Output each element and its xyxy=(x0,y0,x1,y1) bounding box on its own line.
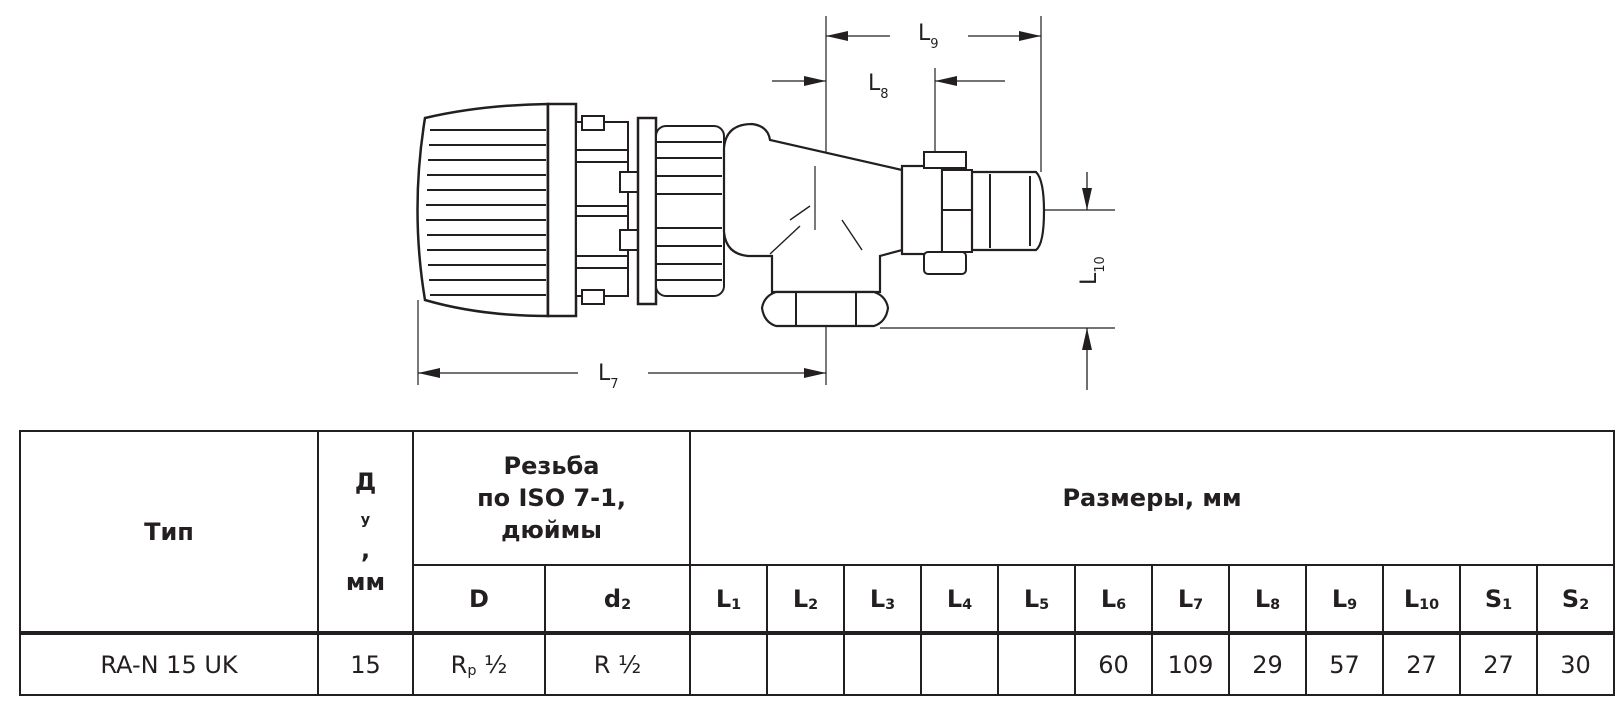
header-S2: S2 xyxy=(1535,564,1616,635)
header-type: Тип xyxy=(19,430,319,635)
dim-label-l7: L7 xyxy=(598,361,619,392)
dim-label-l8: L8 xyxy=(868,71,889,102)
cell-L3 xyxy=(843,632,922,696)
header-S1: S1 xyxy=(1459,564,1538,635)
valve-body xyxy=(722,122,904,328)
cell-dn: 15 xyxy=(317,632,414,696)
cell-L7: 109 xyxy=(1151,632,1230,696)
header-L7: L7 xyxy=(1151,564,1230,635)
cell-L1 xyxy=(689,632,768,696)
cell-type: RA-N 15 UK xyxy=(19,632,319,696)
header-d2: d2 xyxy=(544,564,691,635)
valve-union xyxy=(900,151,1046,275)
cell-S2: 30 xyxy=(1535,632,1616,696)
cell-L4 xyxy=(920,632,999,696)
header-L8: L8 xyxy=(1228,564,1307,635)
header-L6: L6 xyxy=(1074,564,1153,635)
header-L5: L5 xyxy=(997,564,1076,635)
header-L3: L3 xyxy=(843,564,922,635)
table-row: RA-N 15 UK 15 Rp ½ R ½ 60 109 29 57 27 2… xyxy=(19,632,1616,696)
cell-L8: 29 xyxy=(1228,632,1307,696)
header-thread: Резьба по ISO 7-1, дюймы xyxy=(412,430,691,566)
cell-L2 xyxy=(766,632,845,696)
header-L10: L10 xyxy=(1382,564,1461,635)
cell-D: Rp ½ xyxy=(412,632,546,696)
valve-technical-drawing: L9 L8 L7 L10 xyxy=(416,16,1115,392)
cell-L9: 57 xyxy=(1305,632,1384,696)
dim-label-l9: L9 xyxy=(918,21,939,52)
cell-d2: R ½ xyxy=(544,632,691,696)
header-L1: L1 xyxy=(689,564,768,635)
cell-L5 xyxy=(997,632,1076,696)
header-dimensions: Размеры, мм xyxy=(688,430,1616,566)
cell-S1: 27 xyxy=(1459,632,1538,696)
thermostat-head xyxy=(416,102,578,318)
header-L2: L2 xyxy=(766,564,845,635)
dim-label-l10: L10 xyxy=(1077,256,1108,285)
header-L4: L4 xyxy=(920,564,999,635)
valve-clamp xyxy=(575,115,725,306)
cell-L6: 60 xyxy=(1074,632,1153,696)
header-L9: L9 xyxy=(1305,564,1384,635)
header-D: D xyxy=(412,564,546,635)
cell-L10: 27 xyxy=(1382,632,1461,696)
